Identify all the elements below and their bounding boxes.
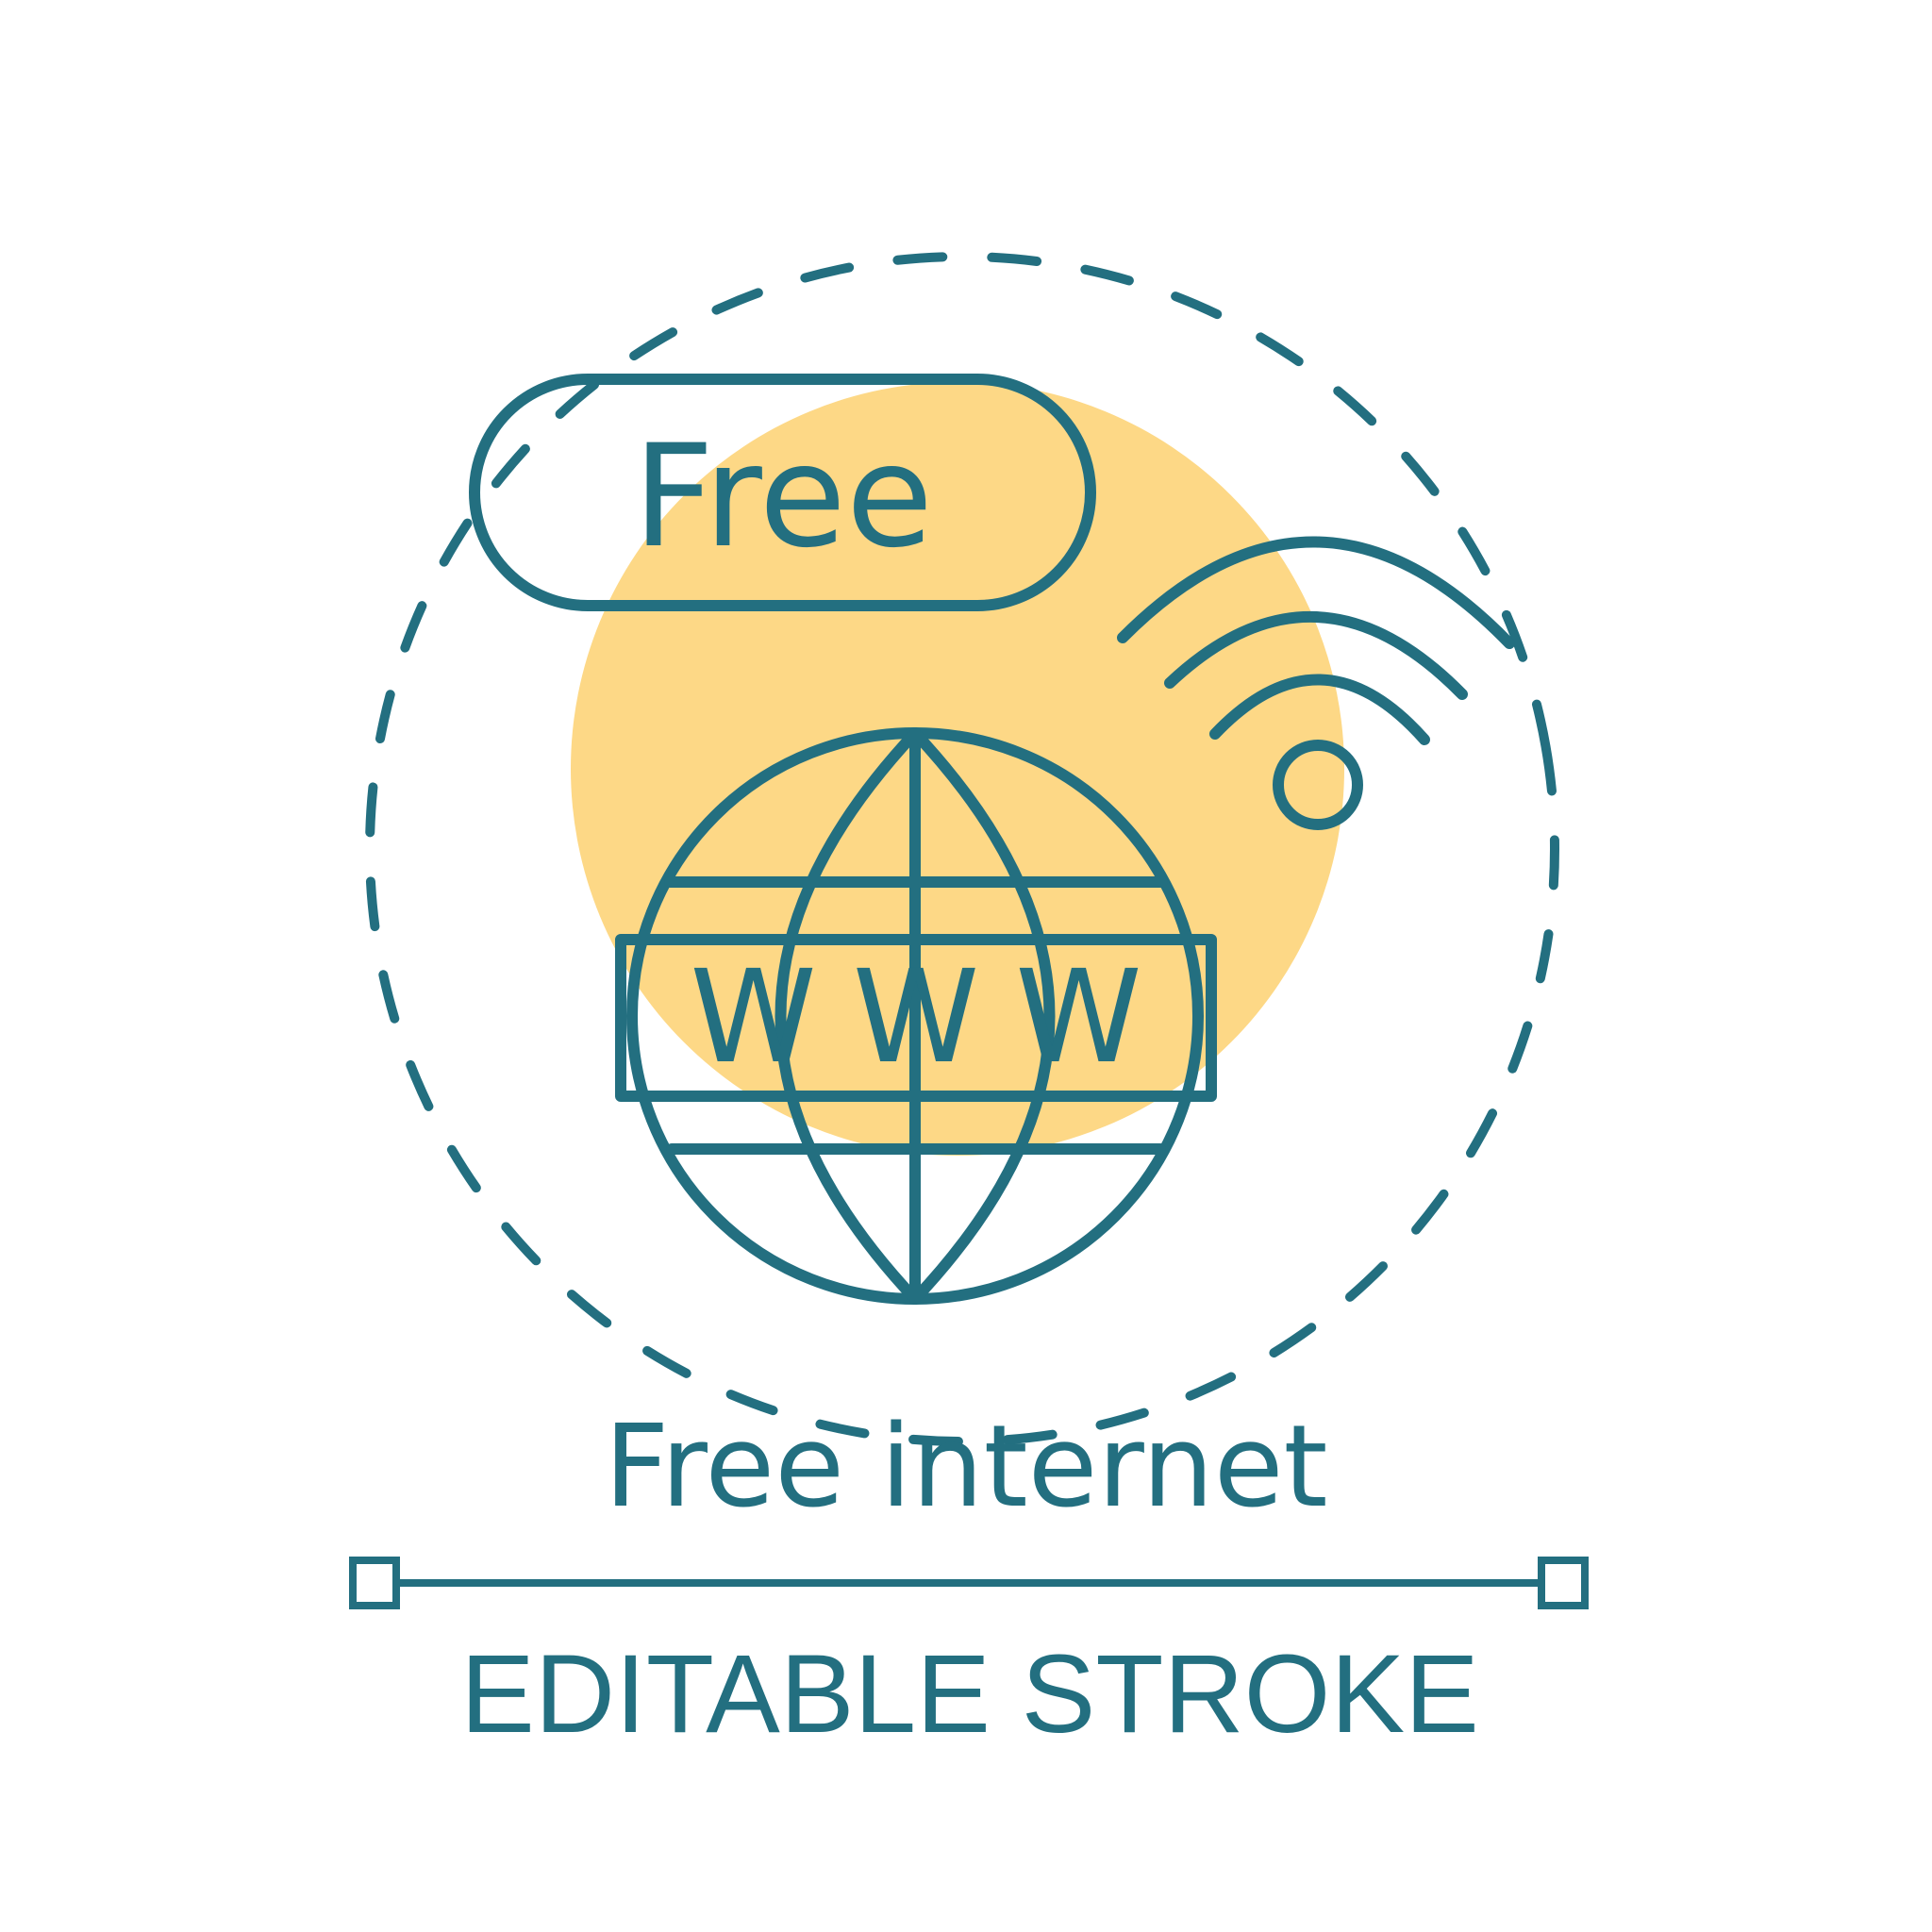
globe-icon <box>626 727 1204 1305</box>
free-badge-label: Free <box>633 415 933 579</box>
editable-stroke-line-icon <box>349 1557 1589 1609</box>
wifi-icon <box>1117 536 1515 830</box>
footer-label: EDITABLE STROKE <box>460 1632 1479 1757</box>
free-badge-icon: Free <box>469 374 1096 611</box>
wifi-arc-middle <box>1164 611 1468 700</box>
wifi-arc-inner <box>1209 674 1430 745</box>
globe-meridian-right <box>909 727 1056 1305</box>
www-address-bar: WWW <box>615 934 1217 1102</box>
wifi-dot <box>1273 740 1363 830</box>
caption-title: Free internet <box>604 1402 1327 1533</box>
free-badge-pill <box>469 374 1096 611</box>
globe-meridian-left <box>774 727 921 1305</box>
wifi-arc-outer <box>1117 536 1515 649</box>
stroke-handle-left <box>349 1557 400 1609</box>
stroke-handle-right <box>1538 1557 1589 1609</box>
www-bar-box <box>615 934 1217 1102</box>
dashed-orbit <box>365 252 1559 1446</box>
www-label: WWW <box>690 943 1177 1092</box>
sun-circle <box>571 382 1344 1156</box>
